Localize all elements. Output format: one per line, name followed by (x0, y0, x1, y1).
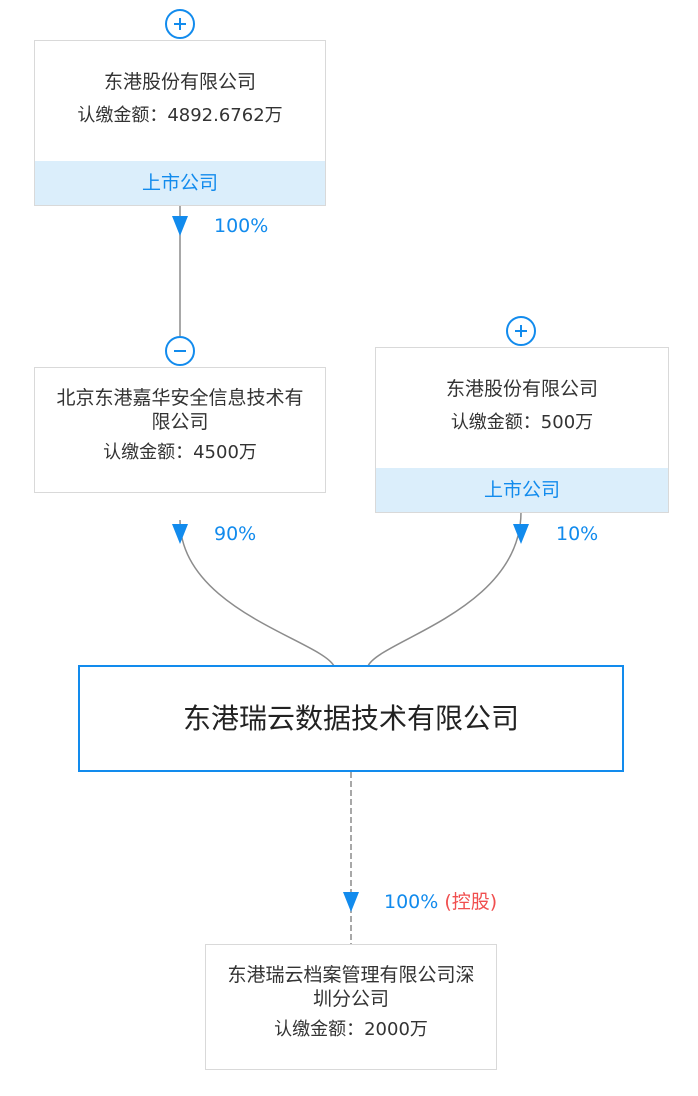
share-percent-bottom: 100% (控股) (384, 891, 497, 913)
shareholder-name: 北京东港嘉华安全信息技术有限公司 (56, 387, 304, 433)
share-percent-top: 100% (214, 215, 269, 237)
listed-company-badge: 上市公司 (376, 468, 668, 512)
subscribed-amount: 认缴金额：2000万 (274, 1019, 428, 1040)
subscribed-amount: 认缴金额：4500万 (103, 442, 257, 463)
connector-right-curve (367, 511, 522, 667)
control-label: (控股) (444, 891, 498, 913)
connector-left-curve (179, 519, 335, 667)
arrow-icon-top (172, 216, 188, 236)
target-company-node[interactable]: 东港瑞云数据技术有限公司 (78, 665, 624, 772)
arrow-icon-right (513, 524, 529, 544)
subscribed-amount: 认缴金额：4892.6762万 (77, 105, 283, 126)
percent-value: 100% (384, 891, 439, 913)
expand-plus-icon[interactable] (165, 9, 195, 39)
share-percent-right: 10% (556, 523, 599, 545)
listed-company-badge: 上市公司 (35, 161, 325, 205)
shareholder-name: 东港股份有限公司 (445, 378, 598, 400)
expand-plus-icon[interactable] (506, 316, 536, 346)
arrow-icon-left (172, 524, 188, 544)
shareholder-node-dongang-top[interactable]: 东港股份有限公司 认缴金额：4892.6762万 上市公司 (34, 40, 326, 206)
subsidiary-node[interactable]: 东港瑞云档案管理有限公司深圳分公司 认缴金额：2000万 (205, 944, 497, 1070)
collapse-minus-icon[interactable] (165, 336, 195, 366)
shareholder-node-dongang-right[interactable]: 东港股份有限公司 认缴金额：500万 上市公司 (375, 347, 669, 513)
share-percent-left: 90% (214, 523, 257, 545)
subsidiary-name: 东港瑞云档案管理有限公司深圳分公司 (227, 964, 475, 1010)
shareholder-node-beijing-jiahua[interactable]: 北京东港嘉华安全信息技术有限公司 认缴金额：4500万 (34, 367, 326, 493)
shareholder-name: 东港股份有限公司 (103, 71, 256, 93)
subscribed-amount: 认缴金额：500万 (450, 412, 594, 433)
arrow-icon-bottom (343, 892, 359, 912)
